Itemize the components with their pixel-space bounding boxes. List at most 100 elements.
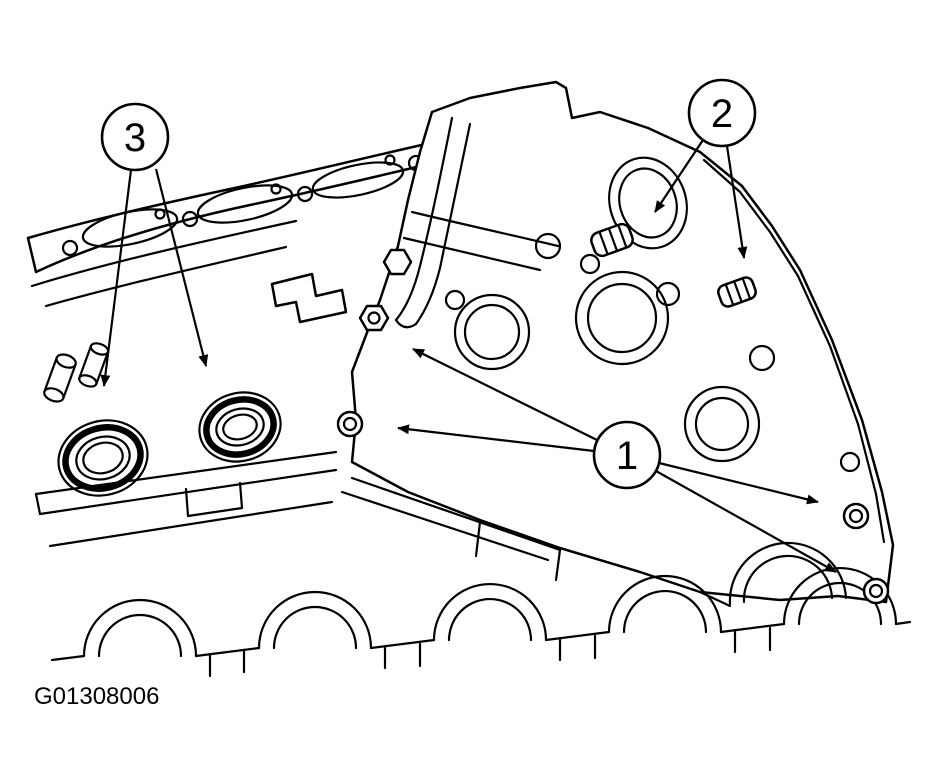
plug-rib: [741, 278, 751, 300]
dowel-side: [43, 356, 58, 393]
callout-1: 1: [592, 420, 662, 490]
seal-lip: [82, 441, 124, 475]
bearing-arches: [50, 566, 912, 678]
callout-1-circle: [592, 420, 662, 490]
cover-arm-edge: [394, 116, 454, 322]
arrow-1-to-hex-bolt: [412, 348, 598, 441]
bearing-arch-inner: [272, 605, 358, 650]
cam-opening-top: [608, 156, 688, 250]
bearing-arch-inner: [97, 613, 183, 658]
seal-right: [198, 391, 282, 463]
gasket-pin-hole: [154, 208, 166, 220]
arrow-2-to-upper-plug: [654, 139, 704, 213]
gasket-bore-2: [196, 184, 294, 224]
arch-baseline: [719, 622, 786, 634]
gasket-echo-line: [44, 245, 288, 308]
rail-end: [34, 492, 42, 516]
ribbed-plug-upper: [590, 222, 634, 258]
plug-rib: [724, 284, 735, 306]
arrow-1-to-right-upper-bolt: [658, 461, 819, 505]
arch-baseline: [50, 654, 86, 662]
small-port: [748, 344, 776, 372]
bearing-arch-outer: [607, 574, 723, 634]
cam-opening-outer: [608, 156, 688, 250]
small-port: [444, 289, 466, 311]
dowel-side: [78, 344, 93, 379]
bearing-arch-outer: [257, 590, 373, 650]
bearing-arch-inner: [797, 581, 883, 626]
arrow-1-to-right-lower-bolt: [655, 470, 837, 573]
arrow-3-to-right-seal: [154, 168, 209, 367]
rail-line: [48, 500, 334, 548]
arch-baseline: [544, 630, 611, 642]
bolt-center: [342, 416, 358, 432]
dowel-bottom: [78, 374, 98, 388]
seal-lip: [222, 413, 258, 441]
seal-outer-edge: [57, 419, 149, 497]
cover-ledge-line: [402, 236, 542, 272]
deck-line: [340, 490, 550, 562]
bore-circle-inner: [694, 396, 750, 452]
bolt-right-upper: [842, 502, 870, 530]
bolt-hex-upper-left: [358, 304, 390, 332]
bearing-arch-outer: [82, 598, 198, 658]
bolt-center: [848, 508, 864, 524]
dowel-studs: [43, 342, 110, 403]
seal-ring: [62, 424, 144, 492]
gasket-bolt-hole: [61, 239, 79, 257]
small-port: [655, 281, 681, 307]
seal-inner-edge: [75, 435, 131, 481]
arch-baseline: [369, 638, 436, 650]
arrow-1-to-left-bolt: [397, 424, 595, 453]
hex-nut: [382, 248, 413, 276]
bore-circle-outer: [683, 385, 761, 463]
bearing-arch-outer: [432, 582, 548, 642]
cover-arm-tip: [394, 318, 418, 329]
step-bracket-outline: [270, 272, 348, 324]
cover-right-flange: [702, 158, 886, 544]
callout-3-circle: [100, 102, 170, 172]
bore-circle-outer: [574, 270, 670, 366]
bolt-center: [868, 583, 884, 599]
dowel-bottom: [43, 387, 65, 403]
rail-line: [38, 468, 338, 516]
bolt-lower-left: [336, 410, 364, 438]
callout-2-label: 2: [711, 92, 733, 136]
arrow-3-to-left-seal: [100, 169, 133, 387]
plug-rib: [598, 231, 609, 255]
front-cover: [350, 80, 895, 608]
gasket-bore-3: [311, 161, 405, 199]
deck-tick: [474, 520, 482, 558]
plug-rib: [608, 228, 618, 252]
arch-baseline: [194, 646, 261, 658]
deck-line: [350, 476, 562, 552]
gasket-bolt-hole: [181, 210, 199, 228]
gasket-echo-line: [30, 219, 298, 288]
callout-3: 3: [100, 102, 170, 172]
seal-outer-edge: [198, 391, 282, 463]
seal-ring: [203, 396, 277, 458]
callout-1-label: 1: [616, 434, 638, 478]
edge-boss: [839, 451, 861, 473]
rail-notch: [184, 481, 244, 518]
dowel-stud: [43, 353, 77, 403]
bearing-arch-inner: [622, 589, 708, 634]
callout-2-circle: [687, 78, 757, 148]
ribbed-plug-lower: [717, 276, 757, 308]
rear-bore-arc-inner: [742, 554, 834, 604]
small-port: [579, 253, 601, 275]
gasket-bolt-hole: [296, 185, 314, 203]
cover-bolts: [336, 304, 890, 605]
bore-circle-inner: [586, 282, 658, 354]
cover-ledge-line: [410, 210, 560, 248]
bolt-center: [367, 311, 381, 325]
dowel-side: [95, 350, 110, 386]
arrow-2-to-lower-plug: [725, 145, 748, 259]
cam-opening-inner: [618, 167, 678, 239]
deck-tick: [554, 548, 562, 582]
plug-rib: [617, 224, 628, 248]
figure-id-label: G01308006: [34, 683, 159, 710]
leader-arrows: [100, 139, 837, 573]
